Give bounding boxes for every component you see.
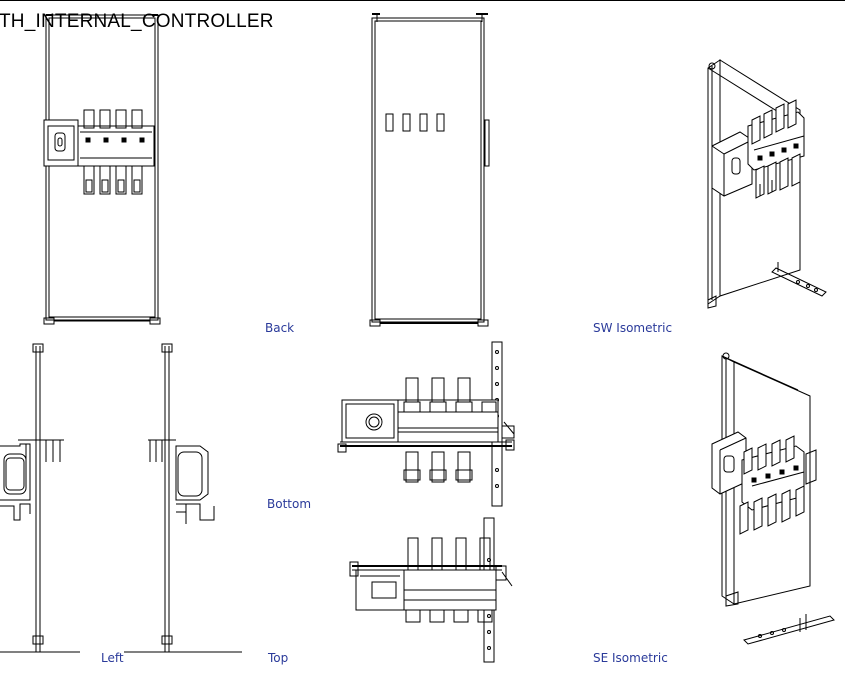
sheet-border-top (0, 0, 845, 1)
view-label-bottom: Bottom (267, 497, 312, 511)
view-label-back: Back (265, 321, 295, 335)
drawing-title: TH_INTERNAL_CONTROLLER (0, 11, 274, 32)
right-side-view (124, 343, 242, 653)
view-label-se-isometric: SE Isometric (593, 651, 668, 665)
left-side-view (0, 343, 80, 653)
sw-poles (747, 99, 805, 199)
sw-isometric-view (707, 59, 827, 309)
front-poles (77, 109, 155, 195)
se-poles (739, 435, 817, 535)
bottom-view (337, 341, 515, 507)
top-view (349, 517, 513, 663)
back-view (369, 13, 490, 327)
front-view (43, 14, 161, 325)
view-label-top: Top (268, 651, 289, 665)
se-isometric-view (711, 352, 835, 645)
view-label-left: Left (101, 651, 124, 665)
view-label-sw-isometric: SW Isometric (593, 321, 673, 335)
